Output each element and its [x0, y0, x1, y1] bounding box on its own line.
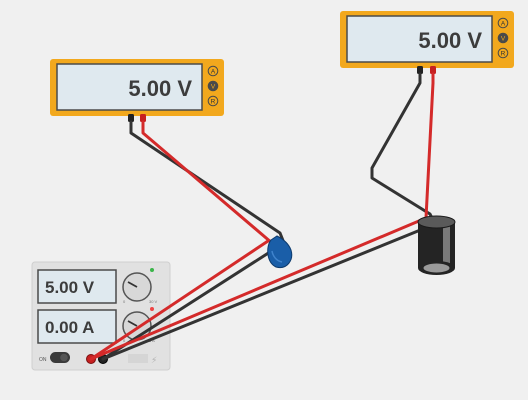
multimeter-left-reading: 5.00 V [128, 76, 192, 101]
probe-plug-black-right[interactable] [417, 66, 423, 74]
brand-plate [128, 354, 148, 363]
wire-supply-positive-large-cap[interactable] [89, 216, 428, 361]
voltage-indicator-led [150, 268, 154, 272]
voltage-knob-min-label: 0 [123, 299, 126, 304]
multimeter-right[interactable]: 5.00 V A V R [340, 11, 514, 74]
multimeter-left[interactable]: 5.00 V A V R [50, 59, 224, 122]
mode-button-v-left[interactable]: V [207, 80, 219, 92]
svg-text:A: A [211, 69, 216, 76]
current-display [37, 309, 117, 344]
svg-text:R: R [501, 51, 506, 58]
svg-text:V: V [211, 84, 216, 91]
wire-right-probe-positive[interactable] [424, 72, 435, 220]
multimeter-left-display [56, 63, 203, 111]
probe-plug-black-left[interactable] [128, 114, 134, 122]
voltage-display-value: 5.00 V [45, 278, 95, 297]
mode-button-r-left[interactable]: R [207, 95, 219, 107]
voltage-knob-max-label: 30 V [149, 299, 158, 304]
bolt-icon: ⚡ [151, 355, 157, 365]
power-switch[interactable]: ON [39, 352, 70, 363]
current-knob-min-label: 0 [123, 338, 126, 343]
svg-text:V: V [501, 36, 506, 43]
wire-supply-negative-large-cap[interactable] [101, 218, 447, 361]
mode-button-a-left[interactable]: A [207, 65, 219, 77]
wire-supply-positive-small-cap[interactable] [89, 239, 270, 361]
ceramic-capacitor-icon[interactable] [267, 235, 293, 269]
wire-left-probe-negative[interactable] [129, 120, 286, 245]
multimeter-right-display [346, 15, 493, 63]
multimeter-right-reading: 5.00 V [418, 28, 482, 53]
mode-button-r-right[interactable]: R [497, 47, 509, 59]
electrolytic-capacitor-icon[interactable] [417, 215, 456, 275]
probe-plug-red-right[interactable] [430, 66, 436, 74]
power-switch-label: ON [39, 357, 47, 363]
voltage-display [37, 269, 117, 304]
current-display-value: 0.00 A [45, 318, 94, 337]
current-indicator-led [150, 307, 154, 311]
svg-text:R: R [211, 99, 216, 106]
wire-right-probe-negative[interactable] [370, 72, 435, 222]
svg-text:A: A [501, 21, 506, 28]
mode-button-v-right[interactable]: V [497, 32, 509, 44]
probe-plug-red-left[interactable] [140, 114, 146, 122]
voltage-knob[interactable] [122, 272, 152, 302]
mode-button-a-right[interactable]: A [497, 17, 509, 29]
wires [89, 72, 447, 361]
